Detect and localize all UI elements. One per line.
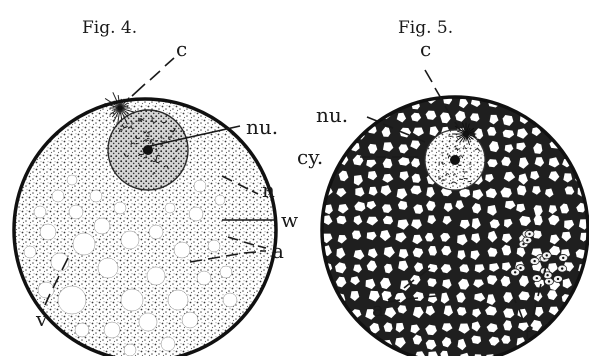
figure-5: Fig. 5. c nu. cy. a f	[297, 18, 589, 356]
figure-5-nucleolus	[450, 155, 460, 165]
figure-5-cell-wall	[320, 95, 589, 356]
figure-5-label-c: c	[420, 37, 431, 61]
figure-4-leader-nu	[149, 125, 241, 147]
figure-5-title: Fig. 5.	[398, 18, 453, 38]
figure-4-leader-n	[221, 175, 259, 195]
figure-5-leader-c	[424, 69, 461, 131]
figure-4-label-w: w	[281, 208, 298, 232]
figure-5-label-a: a	[372, 297, 384, 321]
figure-5-label-f: f	[524, 322, 533, 346]
figure-5-label-cy: cy.	[297, 145, 323, 169]
figure-4-title: Fig. 4.	[82, 18, 137, 38]
figure-4-nucleus	[107, 109, 189, 191]
figure-4-cell	[12, 92, 278, 356]
figure-4-nucleolus	[143, 145, 153, 155]
figure-4-vacuoles	[23, 174, 238, 356]
figure-4-label-nu: nu.	[246, 115, 278, 139]
figure-5-leader-a	[387, 267, 437, 303]
figure-4-cell-wall	[12, 97, 278, 356]
figure-4-label-c: c	[176, 37, 187, 61]
figure-5-f-region	[510, 228, 569, 286]
figure-4-label-a: a	[272, 239, 284, 263]
figure-4-leader-a2	[189, 250, 266, 263]
figure-5-leader-nu	[366, 116, 426, 143]
figure-4-leader-a1	[227, 236, 267, 249]
figure-4-label-n: n	[262, 178, 275, 202]
figure-4-leader-c	[131, 57, 175, 97]
figure-4: Fig. 4. c nu. n w a v	[12, 18, 298, 356]
figure-4-label-v: v	[35, 307, 48, 331]
figure-5-cell	[320, 95, 589, 356]
figure-4-leader-v	[44, 257, 69, 306]
figure-5-leader-f	[511, 265, 547, 321]
figure-5-centrosome	[452, 122, 477, 146]
figure-5-label-nu: nu.	[316, 103, 348, 127]
figure-5-nucleus	[424, 129, 486, 191]
